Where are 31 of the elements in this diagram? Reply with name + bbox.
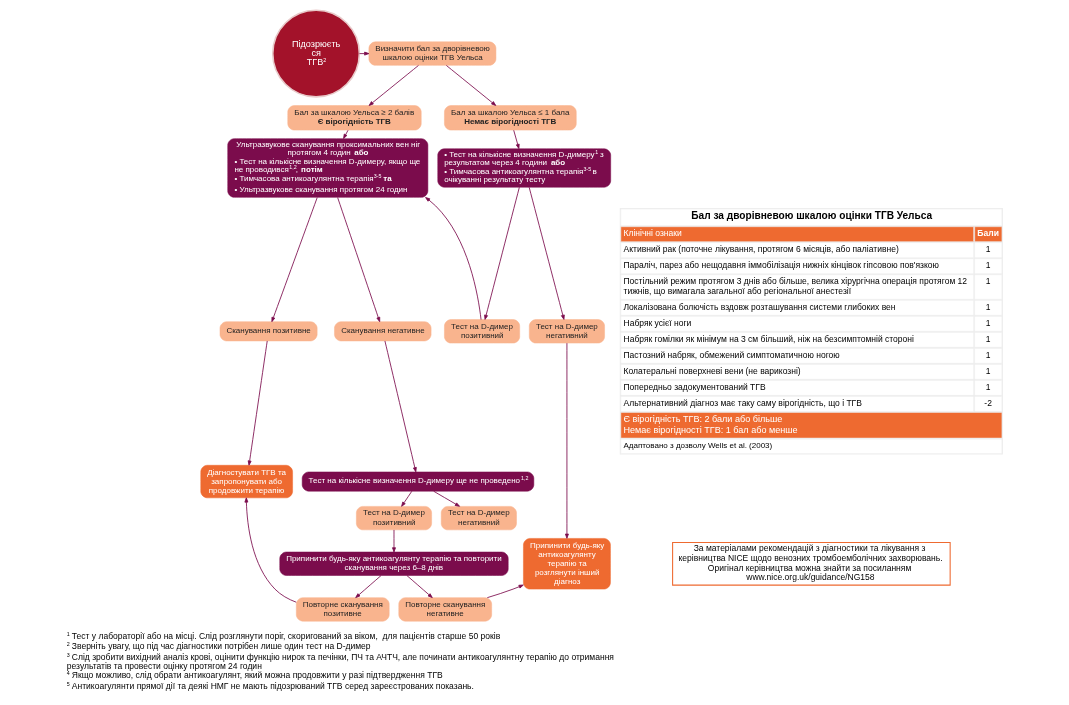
label: 1	[985, 244, 991, 255]
label: $^{3}$ Слід зробити вихідний аналіз крові, оцінити функцію нирок та печінки, ПЧ та АЧТЧ, але починати антикоагулянтну терапію до отримання результатів та провести оцінку протягом 24 годин	[66, 652, 614, 671]
label: Пастозний набряк, обмежений симптоматичною ногою	[623, 349, 840, 360]
label: $^{5}$ Антикоагулянти прямої дії та деякі НМГ не мають підозрюваний ТГВ серед зареєстрованих показань.	[66, 680, 474, 691]
label: Альтернативний діагноз має таку саму вірогідність, що і ТГВ	[623, 397, 862, 408]
label: 1	[985, 301, 991, 312]
label: 1	[985, 276, 991, 287]
label: -2	[984, 397, 992, 408]
label: $^{1}$ Тест у лабораторії або на місці. Слід розглянути поріг, скоригований за віком, для пацієнтів старше 50 років	[66, 630, 501, 641]
label: 1	[985, 260, 991, 271]
label: За матеріалами рекомендацій з діагностики та лікування з керівництва NICE щодо венозних тромбоемболічних захворювань. Оригінал керівництва можна знайти за посиланням www.nice.org.uk/guidance/NG158	[678, 543, 943, 583]
label: 1	[985, 349, 991, 360]
label: $^{4}$ Якщо можливо, слід обрати антикоагулянт, який можна продовжити у разі підтвердження ТГВ	[66, 670, 443, 681]
label: Попередньо задокументований ТГВ	[623, 381, 766, 392]
label: Активний рак (поточне лікування, протягом 6 місяців, або паліативне)	[623, 244, 899, 255]
label: 1	[985, 365, 991, 376]
label: Є вірогідність ТГВ: 2 бали або більше	[623, 414, 783, 425]
label: Клінічні ознаки	[623, 228, 682, 239]
label: Немає вірогідності ТГВ: 1 бал або менше	[623, 424, 798, 435]
label: Набряк гомілки як мінімум на 3 см більший, ніж на безсимптомній стороні	[623, 333, 914, 344]
label: 1	[985, 317, 991, 328]
label: 1	[985, 381, 991, 392]
label: Колатеральні поверхневі вени (не варикозні)	[623, 365, 801, 376]
label: $^{2}$ Зверніть увагу, що під час діагностики потрібен лише один тест на D-димер	[66, 641, 371, 652]
label: Параліч, парез або нещодавня іммобілізація нижніх кінцівок гіпсовою пов'язкою	[623, 260, 939, 271]
label: Набряк усієї ноги	[623, 317, 692, 328]
label: Бал за дворівневою шкалою оцінки ТГВ Уельса	[691, 210, 933, 222]
label: Бали	[977, 227, 999, 238]
label: 1	[985, 333, 991, 344]
label: Постільний режим протягом 3 днів або більше, велика хірургічна операція протягом 12 тижнів, що вимагала загальної або регіональної анестезії	[623, 276, 968, 296]
label: Локалізована болючість вздовж розташування системи глибоких вен	[623, 301, 896, 312]
